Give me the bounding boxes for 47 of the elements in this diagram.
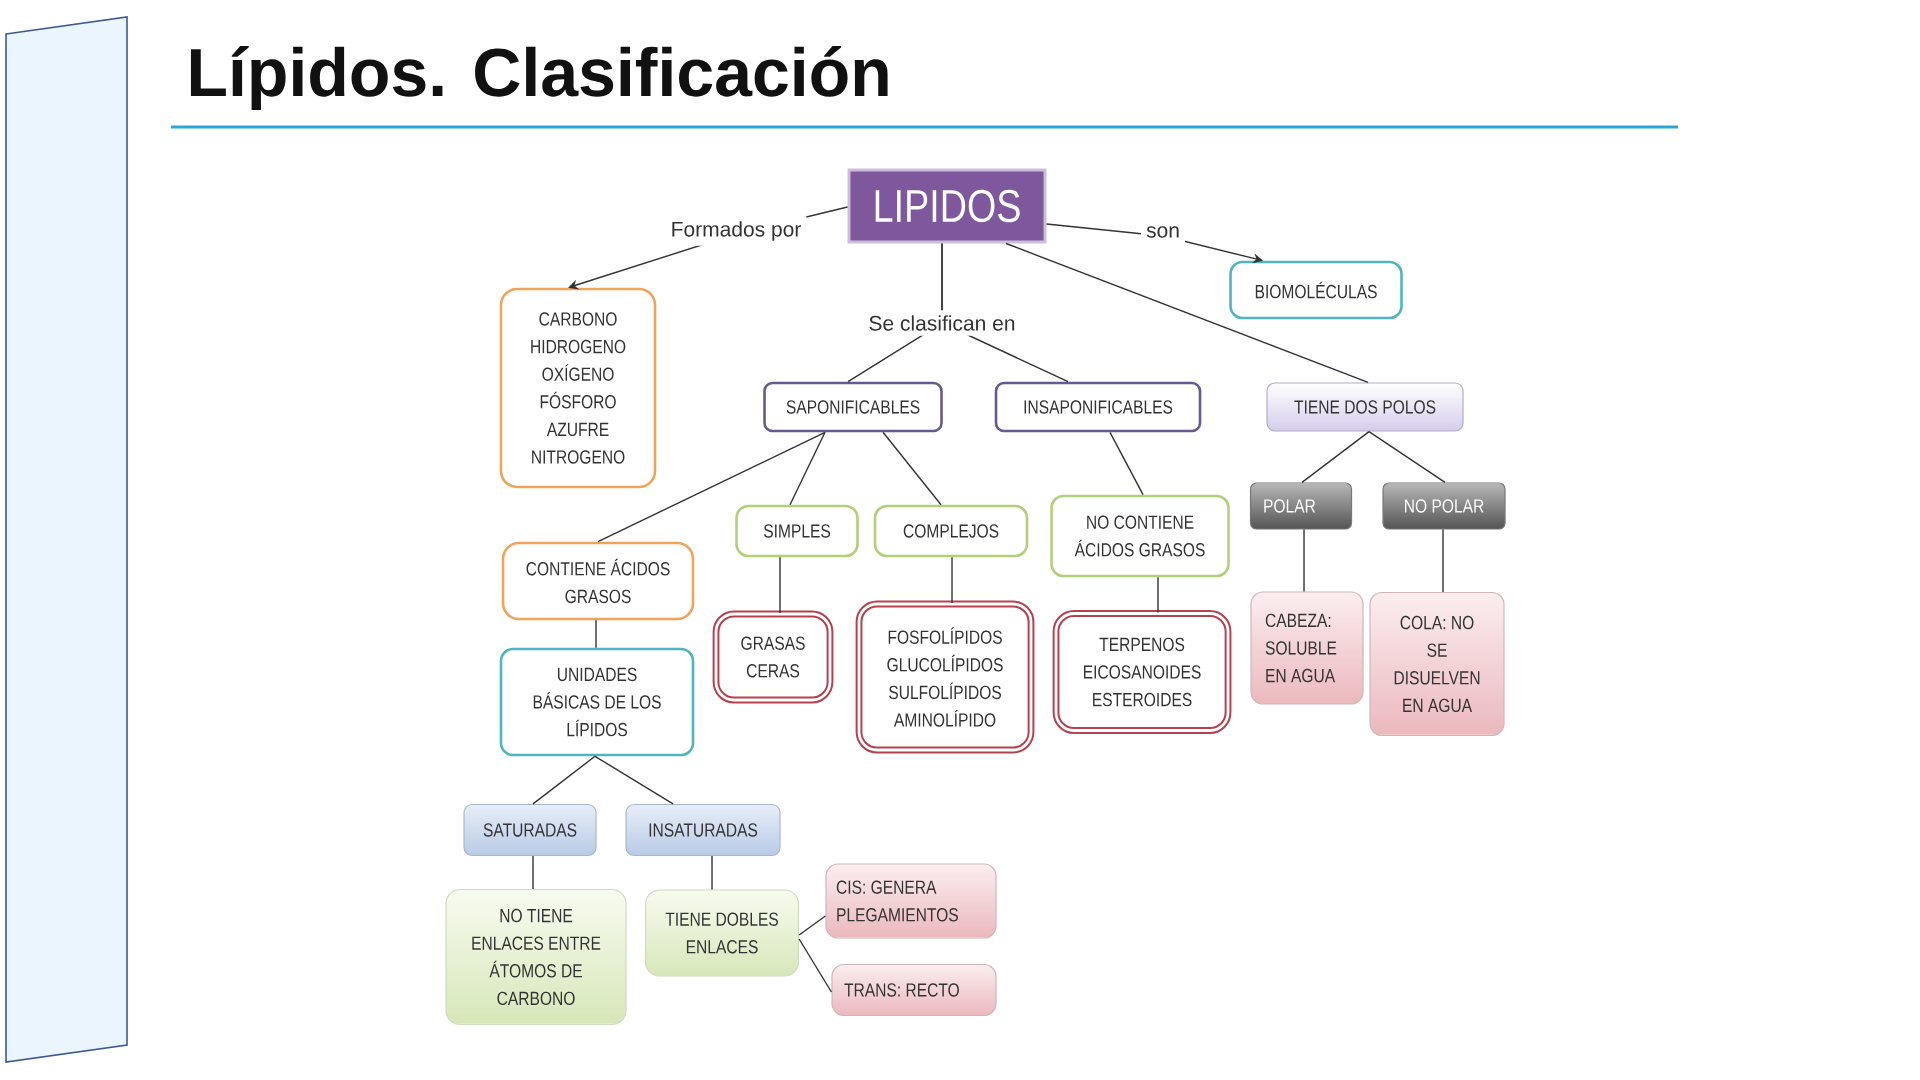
connector-line [951,556,953,604]
concept-box: CARBONO HIDROGENO OXÍGENO FÓSFORO AZUFRE NITROGENO [499,287,657,489]
edge-label: Se clasifican en [863,310,1021,336]
concept-box: SATURADAS [463,803,597,857]
concept-box: GRASAS CERAS [712,610,834,704]
connector-line [1109,431,1144,496]
edge-label: Formados por [665,216,807,246]
concept-box: NO POLAR [1382,482,1506,530]
concept-box: UNIDADES BÁSICAS DE LOS LÍPIDOS [499,647,695,757]
concept-box: POLAR [1249,482,1353,530]
connector-line [798,915,827,936]
concept-box: TIENE DOBLES ENLACES [644,889,800,977]
connector-line [789,431,826,506]
connector-line [1368,430,1446,484]
concept-box: CABEZA: SOLUBLE EN AGUA [1250,591,1364,705]
concept-box: TIENE DOS POLOS [1266,382,1464,432]
connector-line [1303,528,1305,593]
concept-box: INSAPONIFICABLES [994,381,1202,433]
connector-line [798,938,833,993]
connector-line [1442,528,1444,593]
concept-box: COMPLEJOS [873,504,1029,558]
connector-line [1301,430,1370,484]
connector-line [595,619,597,649]
connector-line [1157,576,1159,614]
concept-box: INSATURADAS [625,803,781,857]
connector-line [711,855,713,891]
connector-line [779,556,781,614]
concept-box: SIMPLES [735,504,859,558]
title: Lípidos. Clasificación [190,46,888,111]
connector-line [594,755,674,805]
connector-line [597,431,826,543]
concept-box: NO TIENE ENLACES ENTRE ÁTOMOS DE CARBONO [445,888,627,1026]
concept-box: NO CONTIENE ÁCIDOS GRASOS [1050,494,1230,578]
connector-line [882,431,942,506]
concept-box: CIS: GENERA PLEGAMIENTOS [825,863,997,939]
concept-box: BIOMOLÉCULAS [1229,260,1403,320]
concept-box: TRANS: RECTO [831,963,997,1017]
concept-box: TERPENOS EICOSANOIDES ESTEROIDES [1052,610,1232,734]
concept-box: FOSFOLÍPIDOS GLUCOLÍPIDOS SULFOLÍPIDOS AMINOLÍPIDO [855,600,1035,754]
connector-line [532,855,534,890]
edge-label: son [1141,221,1185,243]
concept-box: COLA: NO SE DISUELVEN EN AGUA [1369,591,1505,737]
concept-box: SAPONIFICABLES [763,381,943,433]
concept-box: CONTIENE ÁCIDOS GRASOS [501,541,695,621]
main-concept-box: LIPIDOS [847,168,1047,244]
connector-line [1005,242,1369,384]
connector-line [532,755,596,805]
